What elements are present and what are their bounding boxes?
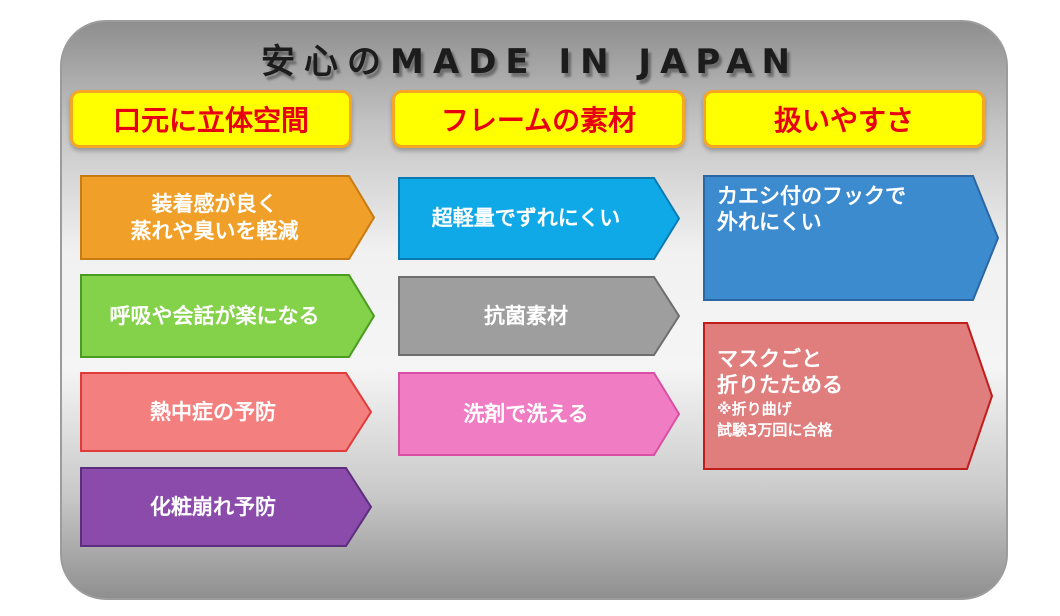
- arrow-shape: [398, 372, 681, 456]
- arrow-text-line: 洗剤で洗える: [463, 401, 589, 426]
- arrow-text: 呼吸や会話が楽になる: [80, 274, 349, 358]
- arrow-note-line: 試験3万回に合格: [717, 420, 833, 439]
- arrow-text: 超軽量でずれにくい: [398, 177, 654, 260]
- arrow-text: 熱中症の予防: [80, 372, 346, 452]
- arrow-text-line: 蒸れや臭いを軽減: [130, 218, 299, 243]
- column-header-mouth-space: 口元に立体空間: [70, 90, 352, 148]
- arrow-shape: [80, 467, 373, 547]
- arrow-box-antibacterial: 抗菌素材: [398, 276, 681, 356]
- arrow-text-line: 化粧崩れ予防: [150, 494, 276, 519]
- column-header-ease-of-use: 扱いやすさ: [703, 90, 985, 148]
- arrow-text: 化粧崩れ予防: [80, 467, 346, 547]
- arrow-text: 洗剤で洗える: [398, 372, 654, 456]
- arrow-text: 装着感が良く蒸れや臭いを軽減: [80, 175, 349, 260]
- arrow-shape: [398, 177, 681, 260]
- arrow-shape: [703, 175, 1000, 301]
- page-title: 安心のMADE IN JAPAN: [261, 42, 799, 82]
- arrow-box-easy-breathing: 呼吸や会話が楽になる: [80, 274, 376, 358]
- arrow-text: カエシ付のフックで外れにくい: [703, 175, 973, 301]
- arrow-text: マスクごと折りたためる※折り曲げ試験3万回に合格: [703, 322, 967, 470]
- arrow-shape: [80, 372, 373, 452]
- arrow-text-line: マスクごと: [717, 347, 822, 371]
- arrow-text-line: 外れにくい: [717, 210, 822, 235]
- arrow-shape: [80, 274, 376, 358]
- arrow-text-line: カエシ付のフックで: [717, 184, 906, 208]
- arrow-shape: [703, 322, 994, 470]
- arrow-text-line: 折りたためる: [717, 373, 843, 398]
- arrow-box-washable: 洗剤で洗える: [398, 372, 681, 456]
- arrow-note-line: ※折り曲げ: [717, 399, 792, 418]
- column-header-frame-material: フレームの素材: [392, 90, 685, 148]
- arrow-text-line: 装着感が良く: [151, 192, 278, 217]
- arrow-text-line: 熱中症の予防: [150, 399, 276, 424]
- arrow-shape: [80, 175, 376, 260]
- arrow-text-line: 抗菌素材: [484, 303, 568, 328]
- arrow-box-foldable: マスクごと折りたためる※折り曲げ試験3万回に合格: [703, 322, 994, 470]
- arrow-box-heatstroke-prevention: 熱中症の予防: [80, 372, 373, 452]
- arrow-box-comfort: 装着感が良く蒸れや臭いを軽減: [80, 175, 376, 260]
- arrow-text-line: 超軽量でずれにくい: [431, 206, 621, 231]
- arrow-box-lightweight: 超軽量でずれにくい: [398, 177, 681, 260]
- arrow-shape: [398, 276, 681, 356]
- arrow-box-makeup-protection: 化粧崩れ予防: [80, 467, 373, 547]
- arrow-text-line: 呼吸や会話が楽になる: [109, 303, 320, 328]
- arrow-text: 抗菌素材: [398, 276, 654, 356]
- arrow-box-hook: カエシ付のフックで外れにくい: [703, 175, 1000, 301]
